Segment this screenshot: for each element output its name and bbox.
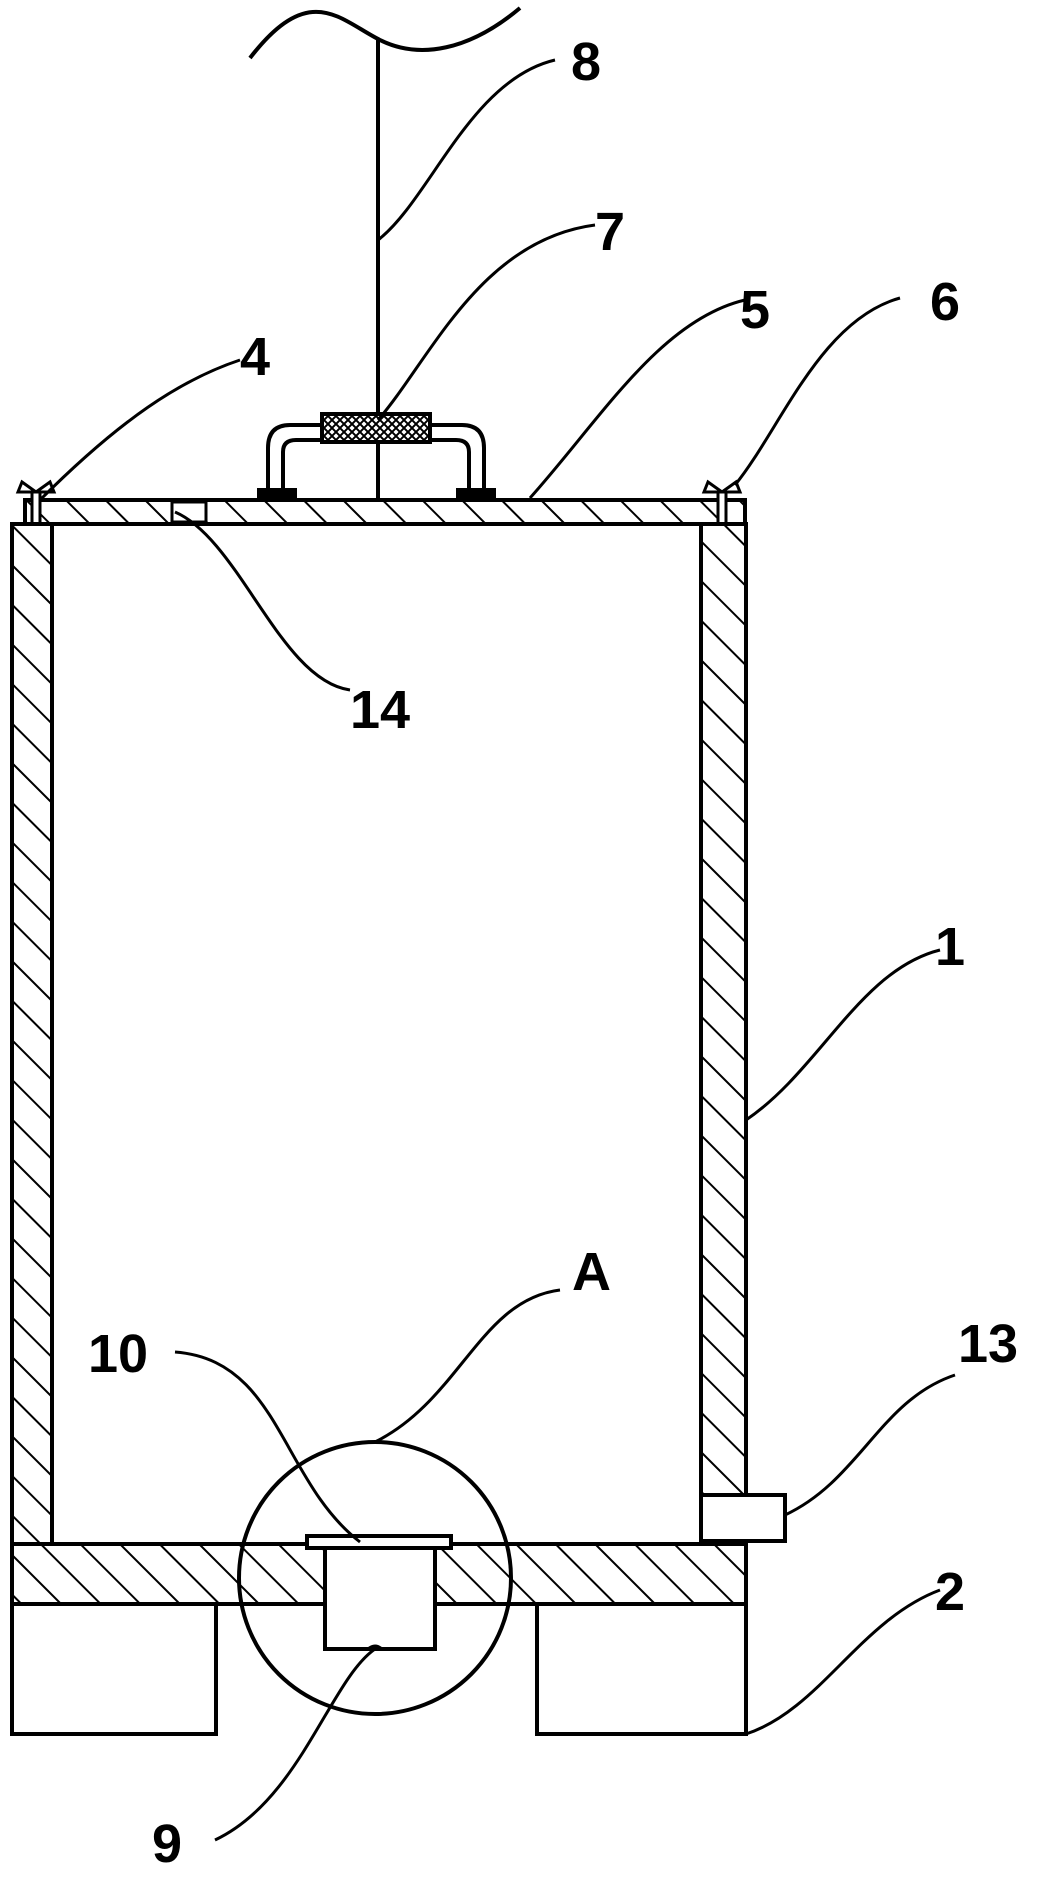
base-feet — [10, 1602, 748, 1736]
label-9: 9 — [152, 1814, 182, 1874]
foot-left — [10, 1602, 218, 1736]
drain-assembly — [305, 1534, 453, 1651]
label-7: 7 — [595, 202, 625, 262]
handle-grip — [320, 412, 432, 444]
left-wall — [10, 522, 54, 1546]
label-13: 13 — [958, 1314, 1018, 1374]
label-2: 2 — [935, 1562, 965, 1622]
side-outlet — [699, 1493, 787, 1543]
reference-labels: 8 7 5 6 4 14 1 A 10 13 2 9 — [88, 32, 1018, 1874]
label-6: 6 — [930, 272, 960, 332]
wing-bolt-right — [701, 479, 743, 546]
label-5: 5 — [740, 280, 770, 340]
label-4: 4 — [240, 327, 270, 387]
seal-plate — [305, 1534, 453, 1550]
right-wall — [699, 522, 748, 1546]
handle — [257, 412, 496, 498]
label-14: 14 — [350, 680, 410, 740]
leader-lines — [38, 58, 956, 1842]
label-8: 8 — [571, 32, 601, 92]
label-1: 1 — [935, 917, 965, 977]
foot-right — [535, 1602, 748, 1736]
drain-plug — [323, 1542, 437, 1651]
handle-foot-right — [456, 488, 496, 498]
box-body — [10, 522, 748, 1606]
lid — [23, 498, 747, 526]
label-a: A — [572, 1242, 611, 1302]
handle-foot-left — [257, 488, 297, 498]
label-10: 10 — [88, 1324, 148, 1384]
